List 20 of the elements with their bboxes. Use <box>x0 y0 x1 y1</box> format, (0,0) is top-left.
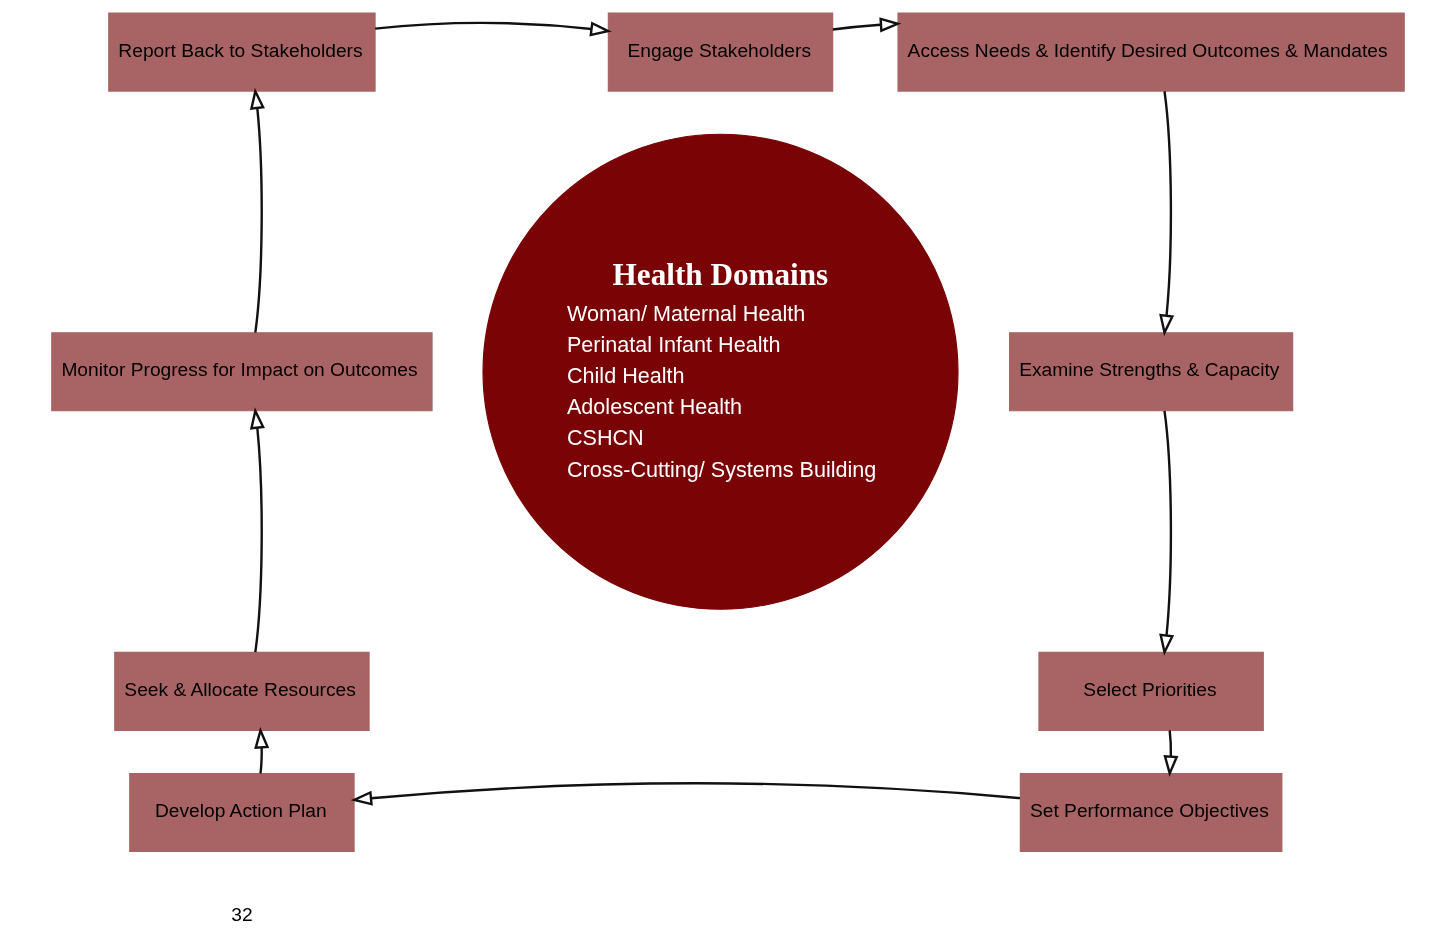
node-box: Select Priorities <box>1037 651 1264 731</box>
arrow <box>249 407 265 653</box>
node-box: Set Performance Objectives <box>1019 772 1282 853</box>
node-box: Develop Action Plan <box>128 772 355 853</box>
arrow <box>1158 91 1174 337</box>
node-box: Access Needs & Identify Desired Outcomes & Mandates <box>896 12 1405 92</box>
node-circle: Health Domains Woman/ Maternal Health Perinatal Infant Health Child Health Adolescent Health CSHCN Cross-Cutting/ Systems Building <box>481 133 959 610</box>
arrow <box>374 21 612 37</box>
node-box: Examine Strengths & Capacity <box>1008 332 1293 412</box>
arrow <box>832 17 901 33</box>
arrow <box>350 782 1020 806</box>
label: 32 <box>230 903 253 925</box>
arrow <box>1162 730 1178 777</box>
node-box: Engage Stakeholders <box>607 12 833 92</box>
node-box: Seek & Allocate Resources <box>113 651 370 731</box>
node-box: Report Back to Stakeholders <box>107 12 376 92</box>
arrow <box>1158 410 1174 656</box>
arrow <box>253 726 269 774</box>
node-box: Monitor Progress for Impact on Outcomes <box>50 332 433 412</box>
arrow <box>249 87 265 333</box>
